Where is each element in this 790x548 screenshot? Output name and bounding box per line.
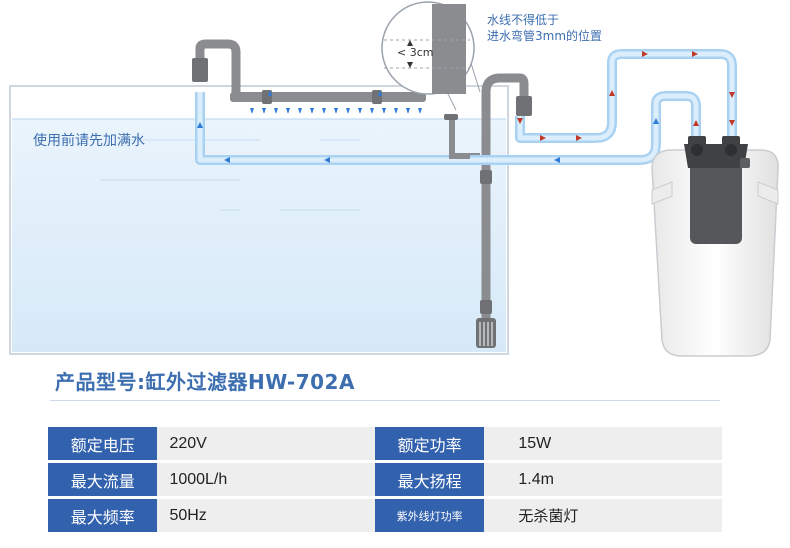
table-row: 最大频率 50Hz 紫外线灯功率 无杀菌灯 bbox=[48, 499, 722, 532]
aquarium-diagram: < 3cm 使用前请先加满水 水线不得低于 进水弯管3mm的位置 bbox=[9, 1, 779, 357]
spec-label: 最大流量 bbox=[48, 463, 158, 496]
spec-value: 无杀菌灯 bbox=[484, 499, 722, 532]
water-level-callout bbox=[381, 1, 481, 111]
spec-label: 最大扬程 bbox=[374, 463, 485, 496]
callout-measure-label: < 3cm bbox=[397, 46, 434, 59]
spec-value: 50Hz bbox=[157, 499, 375, 532]
spec-label: 额定功率 bbox=[374, 427, 485, 460]
spec-label: 最大频率 bbox=[48, 499, 158, 532]
spec-value: 220V bbox=[157, 427, 375, 460]
blue-flow-arrows bbox=[197, 118, 659, 163]
spray-flow-arrows bbox=[250, 90, 422, 114]
spec-table: 额定电压 220V 额定功率 15W 最大流量 1000L/h 最大扬程 1.4… bbox=[48, 424, 722, 535]
spec-label: 额定电压 bbox=[48, 427, 158, 460]
spec-value: 1.4m bbox=[484, 463, 722, 496]
water-line-note-line-2: 进水弯管3mm的位置 bbox=[487, 29, 603, 43]
spec-value: 15W bbox=[484, 427, 722, 460]
table-row: 最大流量 1000L/h 最大扬程 1.4m bbox=[48, 463, 722, 496]
spec-label: 紫外线灯功率 bbox=[374, 499, 485, 532]
aquarium-tank bbox=[9, 85, 509, 355]
water-line-note: 水线不得低于 进水弯管3mm的位置 bbox=[487, 12, 602, 44]
water-line-note-line-1: 水线不得低于 bbox=[487, 13, 560, 27]
canister-filter bbox=[651, 136, 779, 357]
spec-value: 1000L/h bbox=[157, 463, 375, 496]
outlet-spray-bar bbox=[192, 39, 426, 104]
red-flow-arrows bbox=[517, 51, 735, 141]
title-divider bbox=[50, 400, 720, 401]
product-model-title: 产品型号:缸外过滤器HW-702A bbox=[55, 370, 355, 394]
table-row: 额定电压 220V 额定功率 15W bbox=[48, 427, 722, 460]
intake-pipe bbox=[444, 73, 532, 348]
fill-water-instruction: 使用前请先加满水 bbox=[33, 133, 145, 149]
filter-installation-illustration bbox=[9, 1, 779, 357]
